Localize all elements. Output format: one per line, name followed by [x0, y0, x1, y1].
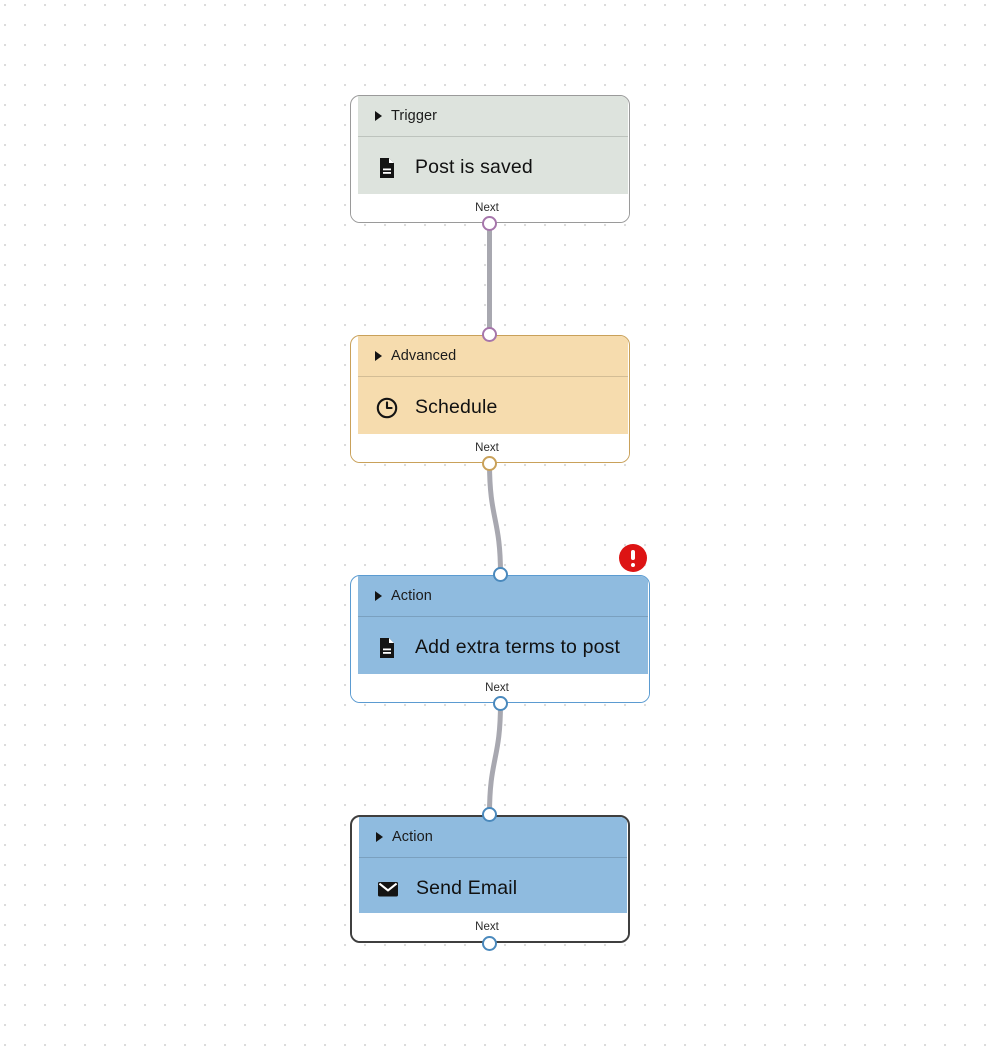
node-header[interactable]: Action: [359, 817, 627, 857]
node-content: Advanced Schedule: [358, 336, 628, 462]
node-title: Schedule: [415, 396, 498, 418]
node-kind-label: Advanced: [391, 348, 457, 364]
node-title: Send Email: [416, 877, 518, 899]
chevron-right-icon[interactable]: [375, 351, 382, 361]
port-action-add-terms-input[interactable]: [493, 567, 508, 582]
node-title: Add extra terms to post: [415, 636, 621, 658]
envelope-icon: [378, 881, 398, 896]
node-header[interactable]: Action: [358, 576, 648, 616]
port-advanced-input[interactable]: [482, 327, 497, 342]
node-body[interactable]: Add extra terms to post: [358, 616, 648, 678]
document-icon: [380, 637, 394, 658]
node-header[interactable]: Trigger: [358, 96, 628, 136]
node-trigger-post-is-saved[interactable]: Trigger Post is saved Next: [350, 95, 630, 223]
node-action-add-extra-terms[interactable]: Action Add extra terms to post Next: [350, 575, 650, 703]
node-content: Action Add extra terms to post: [358, 576, 648, 702]
chevron-right-icon[interactable]: [375, 111, 382, 121]
node-body[interactable]: Schedule: [358, 376, 628, 438]
connector-action-to-send-email: [487, 700, 503, 817]
connector-advanced-to-action: [487, 460, 503, 577]
node-body[interactable]: Post is saved: [358, 136, 628, 198]
chevron-right-icon[interactable]: [376, 832, 383, 842]
node-advanced-schedule[interactable]: Advanced Schedule Next: [350, 335, 630, 463]
port-send-email-output[interactable]: [482, 936, 497, 951]
port-trigger-output[interactable]: [482, 216, 497, 231]
node-kind-label: Action: [392, 829, 433, 845]
node-header[interactable]: Advanced: [358, 336, 628, 376]
exclamation-mark: [631, 549, 635, 567]
node-content: Trigger Post is saved: [358, 96, 628, 222]
chevron-right-icon[interactable]: [375, 591, 382, 601]
node-action-send-email[interactable]: Action Send Email Next: [350, 815, 630, 943]
clock-icon: [376, 397, 398, 418]
node-title: Post is saved: [415, 156, 533, 178]
node-kind-label: Action: [391, 588, 432, 604]
port-action-add-terms-output[interactable]: [493, 696, 508, 711]
node-body[interactable]: Send Email: [359, 857, 627, 919]
node-kind-label: Trigger: [391, 108, 438, 124]
document-icon: [380, 157, 394, 178]
node-content: Action Send Email: [359, 817, 627, 941]
port-send-email-input[interactable]: [482, 807, 497, 822]
port-advanced-output[interactable]: [482, 456, 497, 471]
error-badge-icon[interactable]: [619, 544, 647, 572]
